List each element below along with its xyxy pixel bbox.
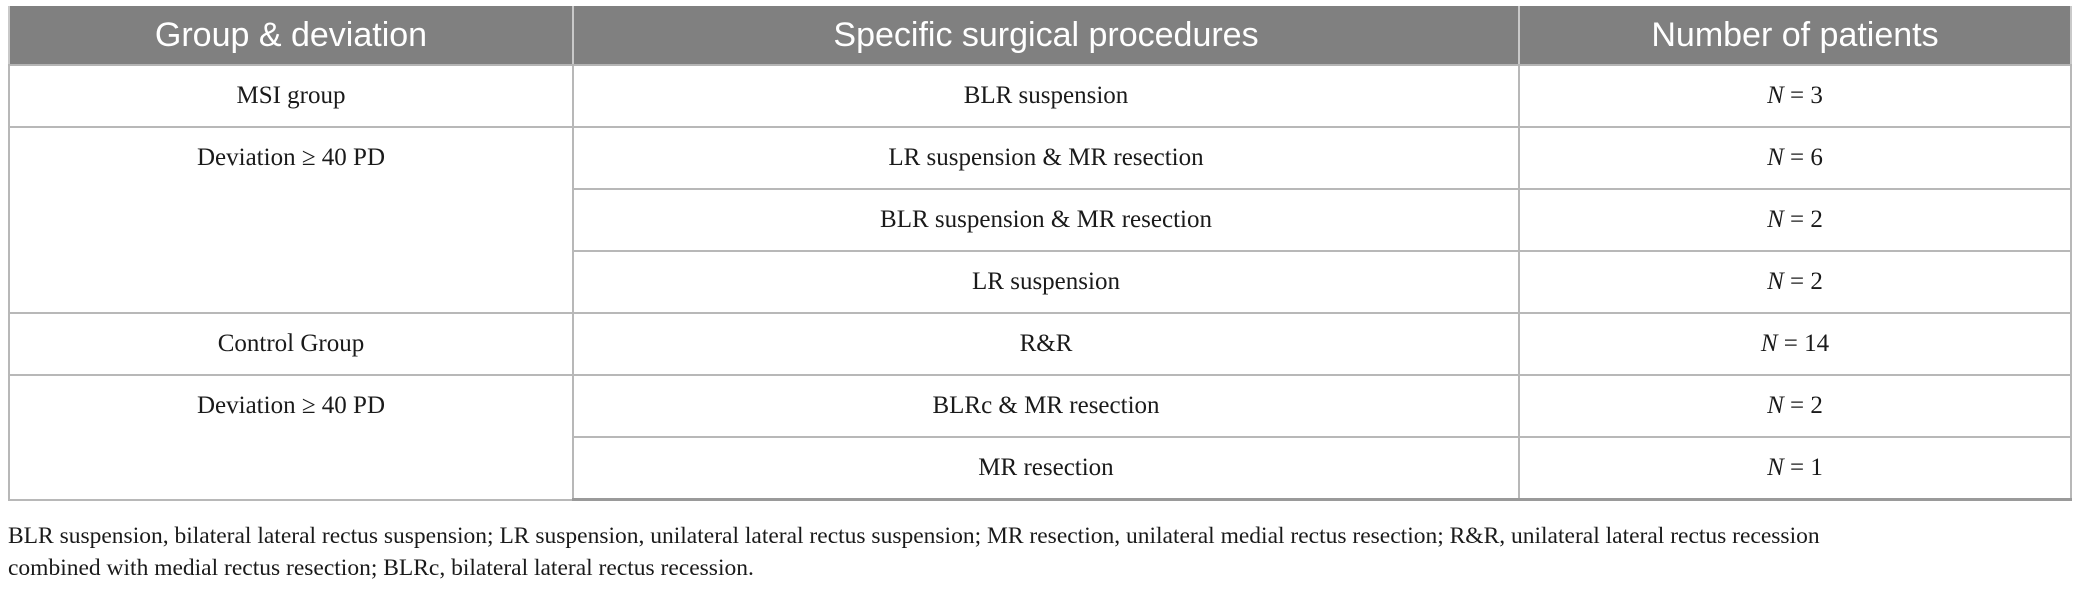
procedure-cell: R&R (572, 312, 1520, 376)
n-symbol: N (1767, 392, 1784, 419)
n-symbol: N (1767, 144, 1784, 171)
surgical-procedures-table: Group & deviation Specific surgical proc… (8, 6, 2072, 501)
n-symbol: N (1760, 330, 1778, 357)
header-surgical-procedures: Specific surgical procedures (572, 6, 1520, 66)
n-symbol: N (1767, 268, 1784, 295)
procedure-cell: LR suspension (572, 250, 1520, 314)
header-number-of-patients: Number of patients (1518, 6, 2072, 66)
patients-cell: N = 1 (1518, 436, 2072, 501)
table-row: Deviation ≥ 40 PD BLRc & MR resection N … (8, 374, 2072, 501)
group-cell: Deviation ≥ 40 PD (8, 126, 574, 314)
patients-cell: N = 2 (1518, 250, 2072, 314)
patients-cell: N = 2 (1518, 374, 2072, 438)
footnote-line-2: combined with medial rectus resection; B… (8, 555, 754, 581)
group-cell: MSI group (8, 64, 574, 128)
footnote-line-1: BLR suspension, bilateral lateral rectus… (8, 523, 1820, 549)
table-row: MR resection N = 1 (9, 436, 2072, 501)
n-value: = 2 (1790, 392, 1823, 419)
table-row: BLR suspension & MR resection N = 2 (9, 188, 2072, 252)
n-symbol: N (1767, 454, 1784, 481)
table-footnote: BLR suspension, bilateral lateral rectus… (8, 520, 2074, 584)
procedure-cell: MR resection (572, 436, 1520, 501)
n-value: = 1 (1790, 454, 1823, 481)
n-value: = 2 (1790, 206, 1823, 233)
procedure-cell: BLR suspension (572, 64, 1520, 128)
patients-cell: N = 2 (1518, 188, 2072, 252)
patients-cell: N = 6 (1518, 126, 2072, 190)
patients-cell: N = 14 (1518, 312, 2072, 376)
table-header-row: Group & deviation Specific surgical proc… (8, 6, 2072, 66)
procedure-cell: BLRc & MR resection (572, 374, 1520, 438)
table-row: Deviation ≥ 40 PD LR suspension & MR res… (8, 126, 2072, 314)
n-symbol: N (1767, 82, 1784, 109)
procedure-cell: LR suspension & MR resection (572, 126, 1520, 190)
n-value: = 2 (1790, 268, 1823, 295)
patients-cell: N = 3 (1518, 64, 2072, 128)
table-row: MSI group BLR suspension N = 3 (8, 64, 2072, 128)
group-cell: Control Group (8, 312, 574, 376)
procedure-cell: BLR suspension & MR resection (572, 188, 1520, 252)
n-value: = 14 (1783, 330, 1830, 357)
header-group-deviation: Group & deviation (8, 6, 574, 66)
group-cell: Deviation ≥ 40 PD (8, 374, 574, 501)
table-container: Group & deviation Specific surgical proc… (8, 6, 2072, 501)
n-value: = 6 (1790, 144, 1823, 171)
n-symbol: N (1767, 206, 1784, 233)
table-row: Control Group R&R N = 14 (8, 312, 2072, 376)
table-row: LR suspension N = 2 (9, 250, 2072, 314)
n-value: = 3 (1790, 82, 1823, 109)
